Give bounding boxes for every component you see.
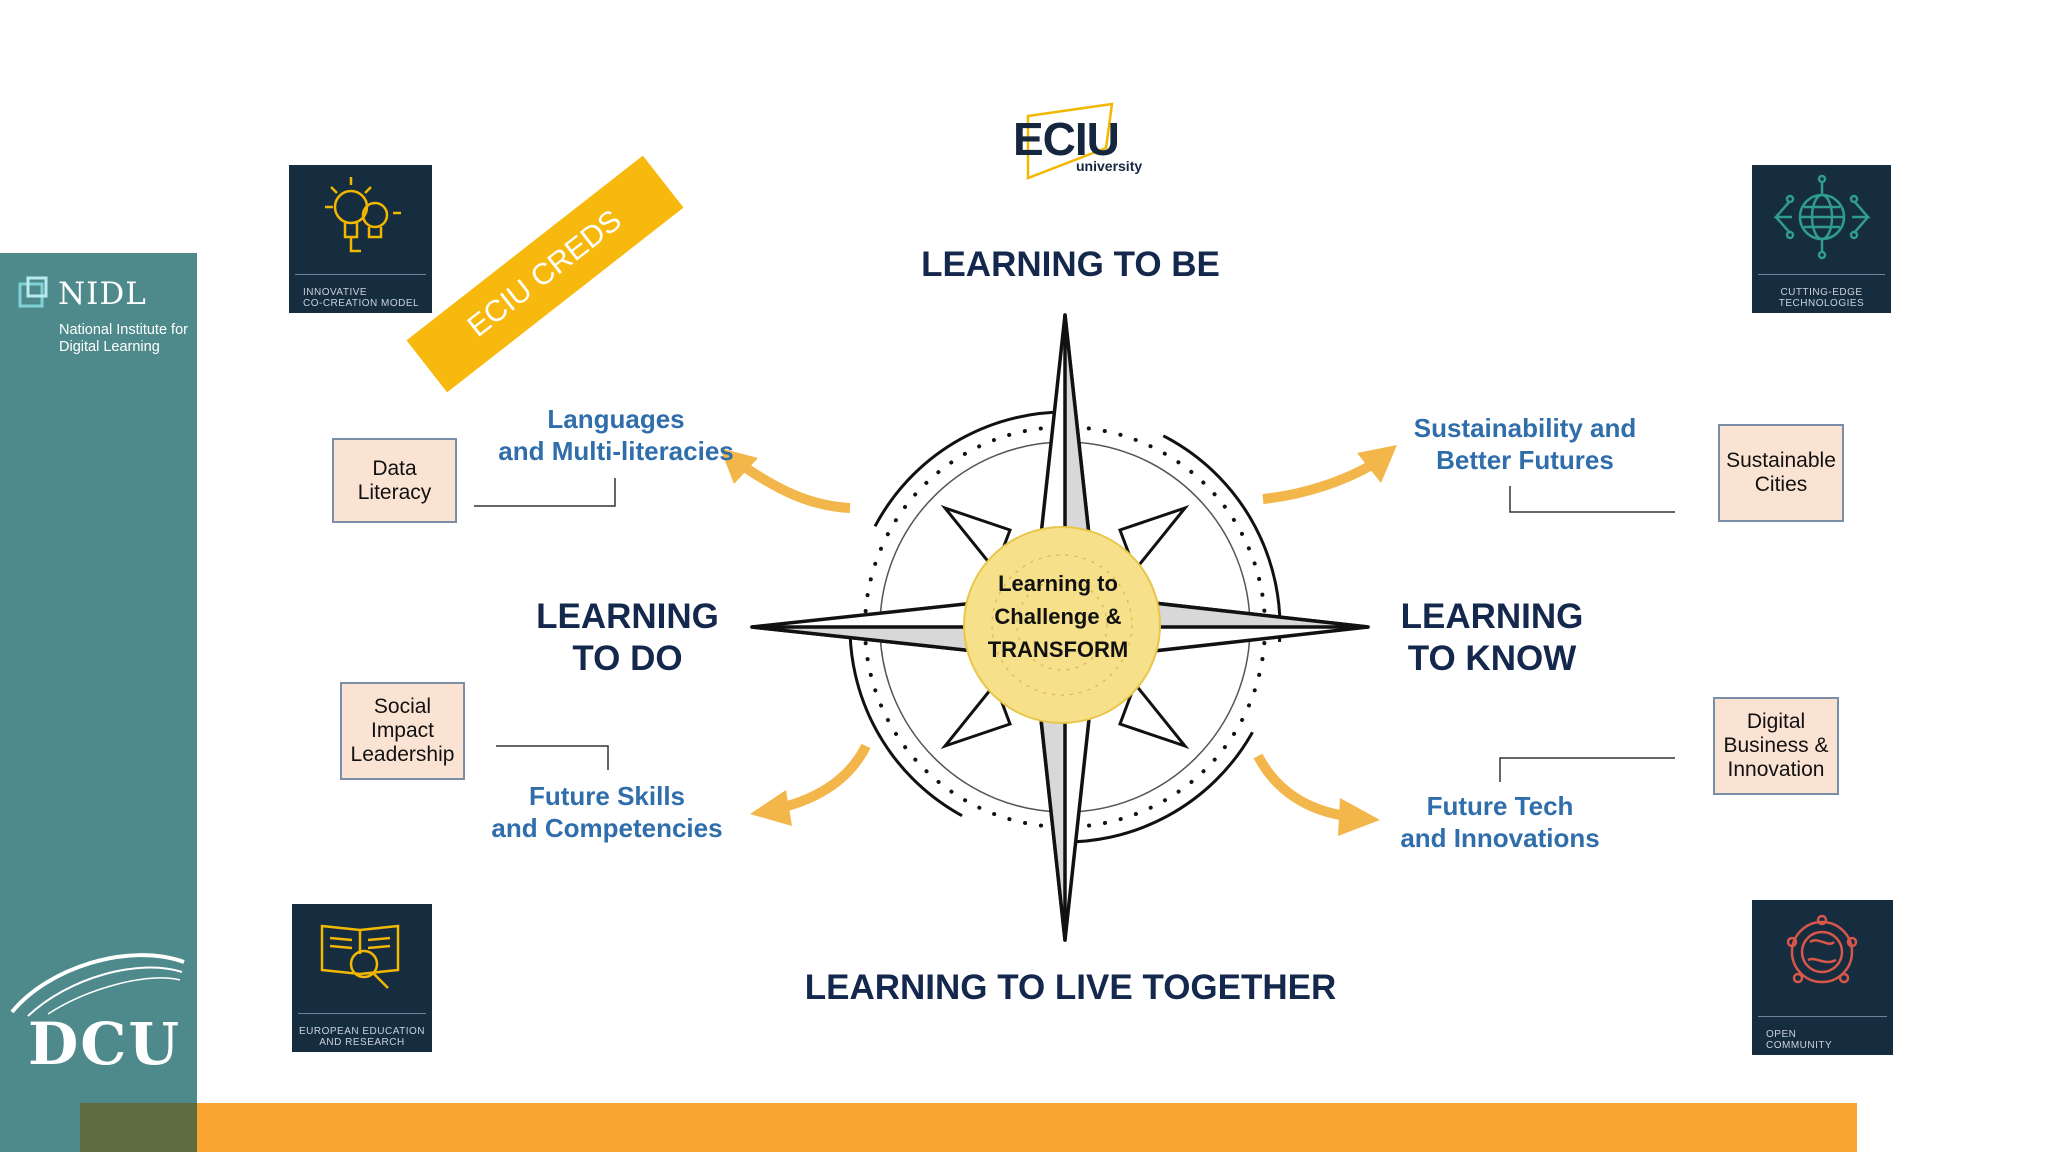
globe-network-icon — [1773, 174, 1871, 260]
tile-caption-line-2: TECHNOLOGIES — [1778, 298, 1865, 309]
tile-caption-line-2: COMMUNITY — [1766, 1040, 1833, 1051]
sidebar — [0, 253, 197, 1152]
heading-know-line-2: TO KNOW — [1407, 639, 1577, 678]
bottom-band-overlap — [80, 1103, 197, 1152]
theme-sustainability-line-1: Sustainability and — [1413, 413, 1637, 443]
theme-future-tech-line-2: and Innovations — [1400, 823, 1600, 853]
tile-caption-line-2: AND RESEARCH — [319, 1037, 405, 1048]
tile-european-education: EUROPEAN EDUCATION AND RESEARCH — [292, 904, 432, 1052]
theme-languages: Languages and Multi-literacies — [470, 403, 762, 467]
theme-future-skills: Future Skills and Competencies — [467, 780, 747, 844]
tile-divider — [298, 1013, 426, 1014]
heading-know-line-1: LEARNING — [1400, 597, 1584, 636]
theme-future-tech-line-1: Future Tech — [1426, 791, 1574, 821]
eciu-logo-icon — [1026, 102, 1114, 180]
tile-divider — [1758, 1016, 1887, 1017]
theme-future-skills-line-1: Future Skills — [528, 781, 686, 811]
box-data-literacy: Data Literacy — [332, 438, 457, 523]
tile-innovative-co-creation: INNOVATIVE CO-CREATION MODEL — [289, 165, 432, 313]
dcu-logo-text: DCU — [28, 1010, 182, 1078]
theme-languages-line-1: Languages — [547, 404, 685, 434]
box-digital-business: Digital Business & Innovation — [1713, 697, 1839, 795]
compass-graphic — [750, 313, 1370, 942]
heading-do-line-1: LEARNING — [536, 597, 719, 636]
nidl-title: NIDL — [58, 276, 147, 312]
tile-caption-line-2: CO-CREATION MODEL — [303, 298, 420, 309]
world-community-icon — [1786, 914, 1858, 984]
heading-learning-to-live-together: LEARNING TO LIVE TOGETHER — [804, 968, 1337, 1007]
tile-caption-line-1: CUTTING-EDGE — [1780, 287, 1863, 298]
tile-caption-line-1: OPEN — [1766, 1029, 1797, 1040]
tile-caption: INNOVATIVE CO-CREATION MODEL — [303, 287, 432, 309]
arrow-icon-ne — [1262, 445, 1397, 504]
tile-caption: CUTTING-EDGE TECHNOLOGIES — [1752, 287, 1891, 309]
book-magnifier-icon — [320, 924, 400, 989]
heading-do-line-2: TO DO — [572, 639, 683, 678]
eciu-logo: ECIU — [1013, 113, 1120, 165]
theme-future-skills-line-2: and Competencies — [491, 813, 723, 843]
arrow-icon-nw — [720, 448, 851, 513]
tile-caption-line-1: INNOVATIVE — [303, 287, 368, 298]
tile-caption: OPEN COMMUNITY — [1766, 1029, 1893, 1051]
eciu-logo-sub: university — [1076, 158, 1143, 174]
heading-learning-to-know: LEARNING TO KNOW — [1380, 596, 1604, 680]
bottom-band — [80, 1103, 1857, 1152]
tile-caption-line-1: EUROPEAN EDUCATION — [298, 1026, 426, 1037]
arrow-icon-se — [1253, 753, 1380, 836]
tile-cutting-edge-technologies: CUTTING-EDGE TECHNOLOGIES — [1752, 165, 1891, 313]
nidl-logo-icon — [18, 276, 48, 308]
box-social-impact-leadership: Social Impact Leadership — [340, 682, 465, 780]
theme-sustainability-line-2: Better Futures — [1436, 445, 1614, 475]
box-sustainable-cities: Sustainable Cities — [1718, 424, 1844, 522]
theme-sustainability: Sustainability and Better Futures — [1370, 412, 1680, 476]
dcu-swoosh-icon — [10, 953, 185, 1017]
theme-languages-line-2: and Multi-literacies — [498, 436, 734, 466]
heading-learning-to-be: LEARNING TO BE — [921, 245, 1220, 284]
center-line-2: Challenge & — [994, 604, 1122, 629]
tile-divider — [1758, 274, 1885, 275]
center-line-3: TRANSFORM — [987, 637, 1129, 662]
compass-center-text: Learning to Challenge & TRANSFORM — [963, 567, 1153, 666]
theme-future-tech: Future Tech and Innovations — [1370, 790, 1630, 854]
lightbulb-icon — [325, 177, 401, 253]
center-line-1: Learning to — [998, 571, 1118, 596]
arrow-icon-sw — [750, 743, 871, 826]
heading-learning-to-do: LEARNING TO DO — [520, 596, 735, 680]
nidl-subtitle: National Institute for Digital Learning — [59, 322, 188, 355]
tile-caption: EUROPEAN EDUCATION AND RESEARCH — [292, 1026, 432, 1048]
tile-divider — [295, 274, 426, 275]
tile-open-community: OPEN COMMUNITY — [1752, 900, 1893, 1055]
